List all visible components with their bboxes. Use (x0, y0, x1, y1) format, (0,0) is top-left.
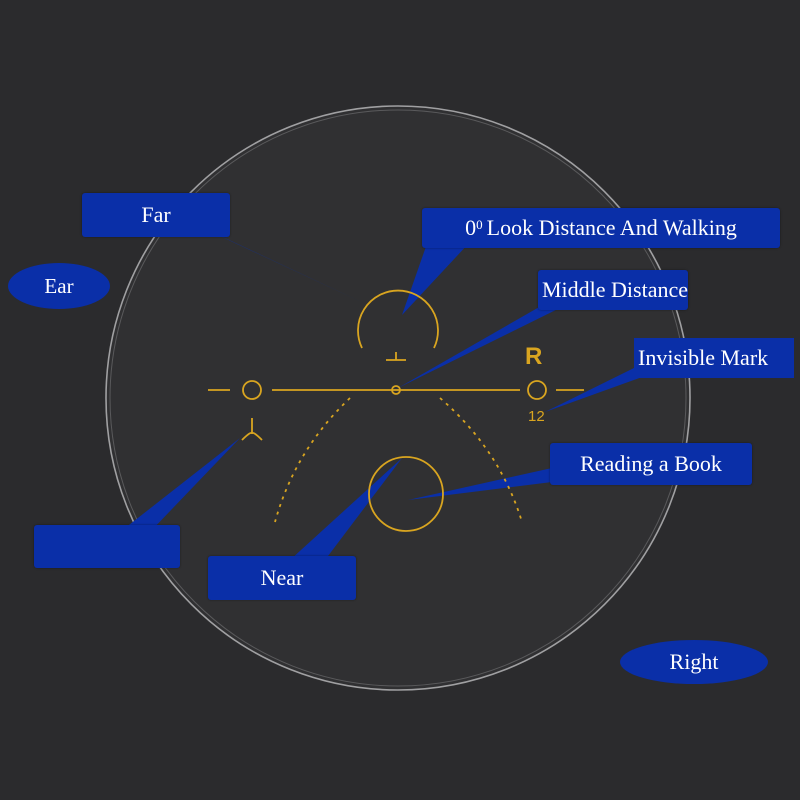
pointer-near (290, 458, 402, 560)
label-ear: Ear (8, 263, 110, 309)
label-blank (34, 525, 180, 568)
corridor-right-dotted (439, 397, 523, 523)
pointer-reading-book (408, 468, 552, 500)
lens-outline (105, 105, 691, 691)
pointer-middle-distance (398, 302, 572, 388)
lens-inner-sheen (109, 109, 687, 687)
look-distance-text: Look Distance And Walking (486, 215, 737, 240)
side-letter-mark: R (525, 343, 543, 370)
left-engraving-circle (242, 380, 262, 400)
corridor-left-dotted (274, 397, 351, 523)
look-distance-degree: 0 (476, 217, 483, 232)
label-reading-book: Reading a Book (550, 443, 752, 485)
label-right: Right (620, 640, 768, 684)
label-middle-distance: Middle Distance (538, 270, 688, 310)
far-arc (357, 289, 439, 349)
pointer-invisible-mark (545, 365, 656, 412)
label-near: Near (208, 556, 356, 600)
look-distance-zero: 0 (465, 215, 477, 240)
near-circle (368, 456, 444, 532)
label-invisible-mark: Invisible Mark (634, 338, 794, 378)
pointer-look-distance (402, 235, 470, 315)
add-power-mark: 12 (528, 408, 545, 425)
prism-reference-dot (391, 385, 401, 395)
right-engraving-circle (527, 380, 547, 400)
label-far: Far (82, 193, 230, 237)
pointer-blank (120, 438, 240, 532)
nasal-marker (241, 418, 263, 441)
